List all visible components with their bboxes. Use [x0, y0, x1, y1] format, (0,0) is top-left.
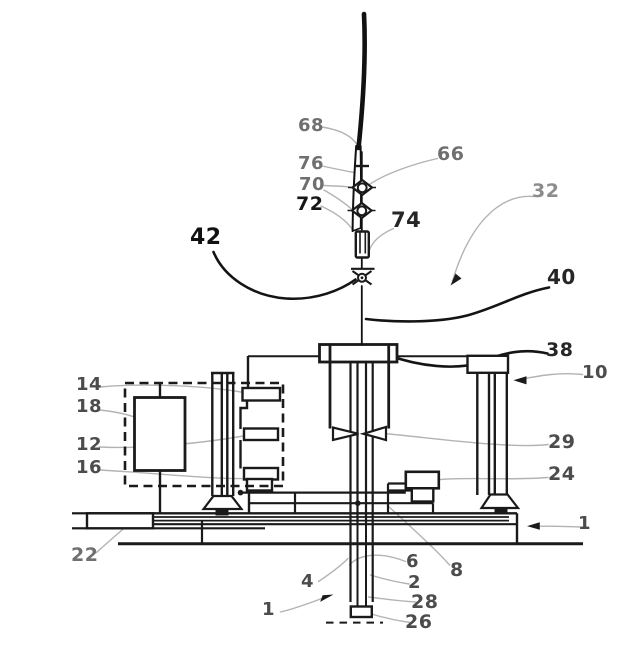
connector-valve-42 [351, 267, 375, 286]
ref-label-76: 76 [298, 153, 325, 174]
valve-29-left-wing [331, 426, 359, 442]
leader-42 [212, 250, 357, 301]
wire-thick [356, 11, 367, 151]
ref-label-74: 74 [391, 208, 422, 232]
wire-tip [351, 227, 362, 232]
lower-tube [326, 524, 383, 624]
ref-label-2: 2 [408, 572, 422, 593]
side-unit-box [404, 470, 441, 490]
ref-label-8: 8 [450, 559, 464, 581]
leader-74 [367, 227, 395, 255]
ref-label-40: 40 [547, 265, 576, 289]
dashed-box [123, 381, 285, 488]
leader-66 [367, 157, 439, 187]
ref-label-42: 42 [190, 225, 222, 250]
left-foot-pad [215, 509, 229, 516]
ref-label-66: 66 [437, 143, 465, 165]
dashed-enclosure [123, 381, 285, 513]
leader-28 [367, 596, 417, 603]
right-foot-pad [494, 508, 508, 515]
ref-label-29: 29 [548, 431, 576, 453]
string-fittings [347, 164, 376, 286]
left-foot-flare [201, 494, 244, 511]
ref-label-28: 28 [411, 591, 439, 613]
leader-76 [321, 165, 355, 174]
ref-label-18: 18 [76, 396, 103, 417]
ref-label-12: 12 [76, 434, 103, 455]
arrowhead-1-bottom [320, 594, 334, 602]
column-cap [318, 343, 399, 364]
tube-end-fitting [349, 605, 373, 619]
junction-dot-left [237, 489, 244, 496]
ref-label-26: 26 [405, 611, 433, 633]
sleeve-74 [354, 230, 370, 259]
ref-label-32: 32 [532, 180, 560, 202]
leader-26 [370, 613, 411, 624]
valve-29-right-wing [359, 425, 388, 442]
housing-frame [239, 355, 468, 513]
ref-label-4: 4 [301, 571, 315, 592]
leader-4 [317, 557, 349, 583]
leader-32 [451, 195, 535, 282]
ref-label-24: 24 [548, 463, 576, 485]
leader-22 [95, 526, 126, 554]
leader-14 [98, 384, 245, 394]
leader-8 [386, 504, 451, 566]
arrowhead-1-right [527, 522, 540, 530]
right-roof [466, 354, 510, 374]
central-column [318, 343, 399, 524]
side-unit-step [410, 487, 435, 503]
sill-block [85, 512, 155, 530]
leader-72 [320, 205, 354, 231]
tab-bottom [242, 466, 280, 481]
arrowheads [320, 273, 540, 602]
right-foot-flare [479, 493, 521, 510]
ref-label-14: 14 [76, 374, 103, 395]
leader-40 [364, 286, 551, 323]
leader-29 [382, 432, 549, 447]
ref-label-6: 6 [406, 551, 420, 572]
leader-1-right [539, 525, 581, 528]
left-legs [201, 371, 244, 516]
ref-label-1-bottom: 1 [262, 599, 276, 620]
ref-label-10: 10 [582, 362, 609, 383]
ref-label-38: 38 [546, 339, 574, 361]
leader-2 [369, 574, 410, 585]
leader-1-bottom [279, 596, 326, 613]
ref-label-70: 70 [299, 174, 326, 195]
leader-70-b [323, 189, 353, 211]
ref-label-22: 22 [71, 544, 99, 566]
swivel-diamond-70 [348, 178, 376, 197]
leader-6 [348, 554, 407, 566]
tab-top [241, 386, 282, 402]
base-platform [72, 483, 583, 546]
ref-label-1-right: 1 [578, 513, 592, 534]
inner-unit-box [133, 396, 187, 472]
ref-label-72: 72 [296, 193, 324, 215]
leader-24 [439, 476, 549, 481]
leader-68 [321, 126, 359, 147]
ref-label-68: 68 [298, 115, 325, 136]
ref-label-16: 16 [76, 457, 103, 478]
leader-lines-gray [95, 126, 584, 624]
right-structure [466, 354, 521, 515]
left-spine [239, 356, 251, 513]
side-unit [388, 470, 441, 503]
arrowhead-10 [513, 376, 527, 385]
tab-middle [242, 427, 280, 442]
leader-10 [516, 372, 584, 381]
arrowhead-32 [450, 273, 462, 286]
swivel-diamond-72 [347, 201, 376, 220]
